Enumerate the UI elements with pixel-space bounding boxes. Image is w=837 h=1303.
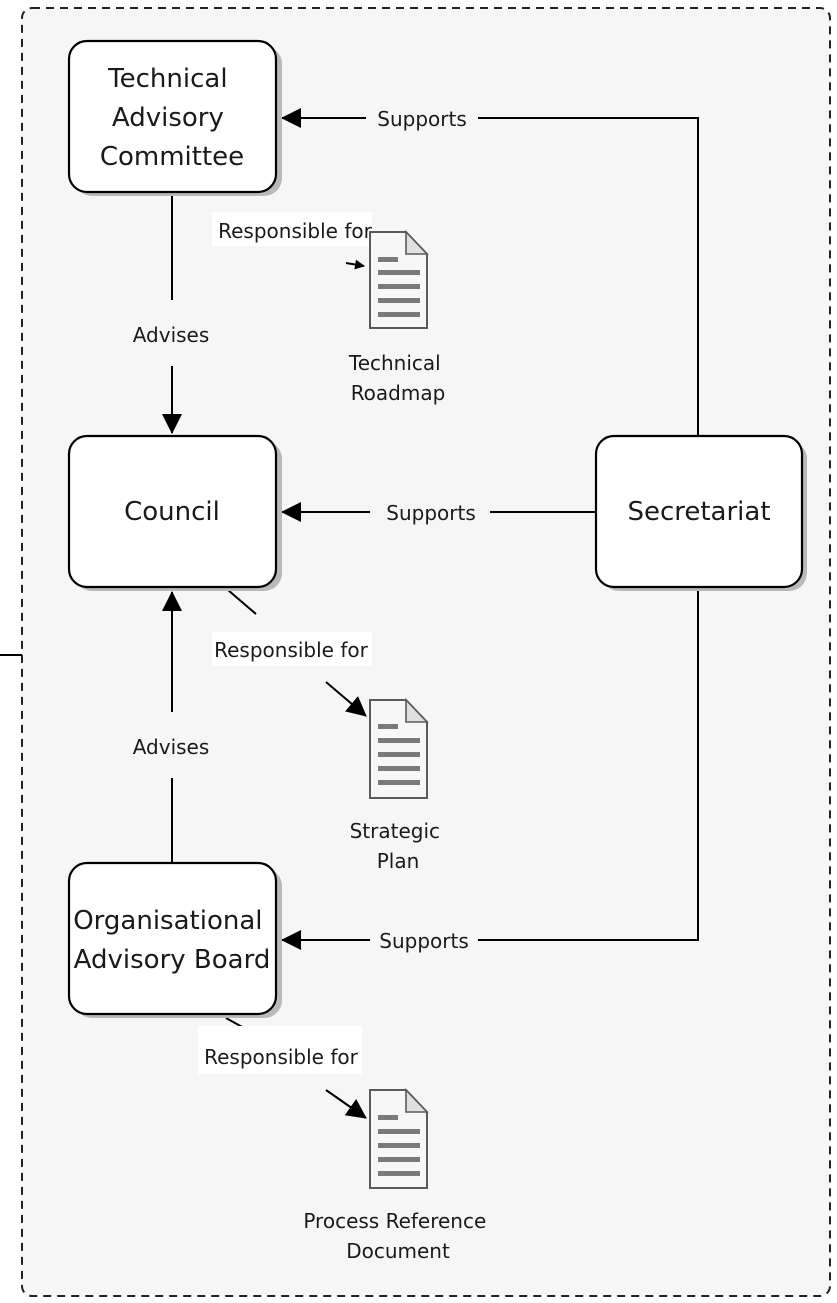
edge-supports-oab: Supports [281, 588, 699, 953]
document-icon [369, 698, 429, 799]
edge-label-advises-tac: Advises [133, 323, 210, 347]
edge-label-supports-council: Supports [386, 501, 475, 525]
edge-advises-tac-council: Advises [133, 194, 210, 434]
edge-label-supports-oab: Supports [379, 929, 468, 953]
document-icon [369, 1088, 429, 1189]
node-technical-advisory-committee[interactable]: Technical Advisory Committee [67, 39, 282, 196]
edge-label-responsible-oab: Responsible for [204, 1045, 358, 1069]
edge-supports-tac: Supports [281, 107, 699, 437]
node-label-oab: Organisational Advisory Board [73, 906, 271, 975]
edge-supports-council: Supports [281, 501, 597, 525]
edge-advises-oab-council: Advises [133, 591, 210, 862]
document-process-reference[interactable]: Process Reference Document [303, 1088, 492, 1263]
document-label-strategic-plan: Strategic Plan [350, 819, 447, 873]
document-strategic-plan[interactable]: Strategic Plan [350, 698, 447, 873]
node-council[interactable]: Council [67, 434, 282, 591]
node-label-secretariat: Secretariat [627, 497, 770, 527]
document-label-process-reference: Process Reference Document [303, 1209, 492, 1263]
edge-label-responsible-council: Responsible for [214, 638, 368, 662]
node-label-tac: Technical Advisory Committee [100, 64, 244, 172]
document-label-technical-roadmap: Technical Roadmap [348, 351, 447, 405]
edge-responsible-oab: Responsible for [198, 1017, 367, 1119]
node-label-council: Council [124, 497, 220, 527]
edge-label-responsible-tac: Responsible for [218, 219, 372, 243]
edge-responsible-tac: Responsible for [212, 212, 373, 270]
node-organisational-advisory-board[interactable]: Organisational Advisory Board [67, 861, 282, 1018]
edge-label-advises-oab: Advises [133, 735, 210, 759]
document-icon [369, 230, 429, 329]
group-frame [21, 7, 831, 1297]
edge-label-supports-tac: Supports [377, 107, 466, 131]
node-secretariat[interactable]: Secretariat [594, 434, 807, 591]
document-technical-roadmap[interactable]: Technical Roadmap [348, 230, 447, 405]
edge-responsible-council: Responsible for [212, 589, 372, 717]
